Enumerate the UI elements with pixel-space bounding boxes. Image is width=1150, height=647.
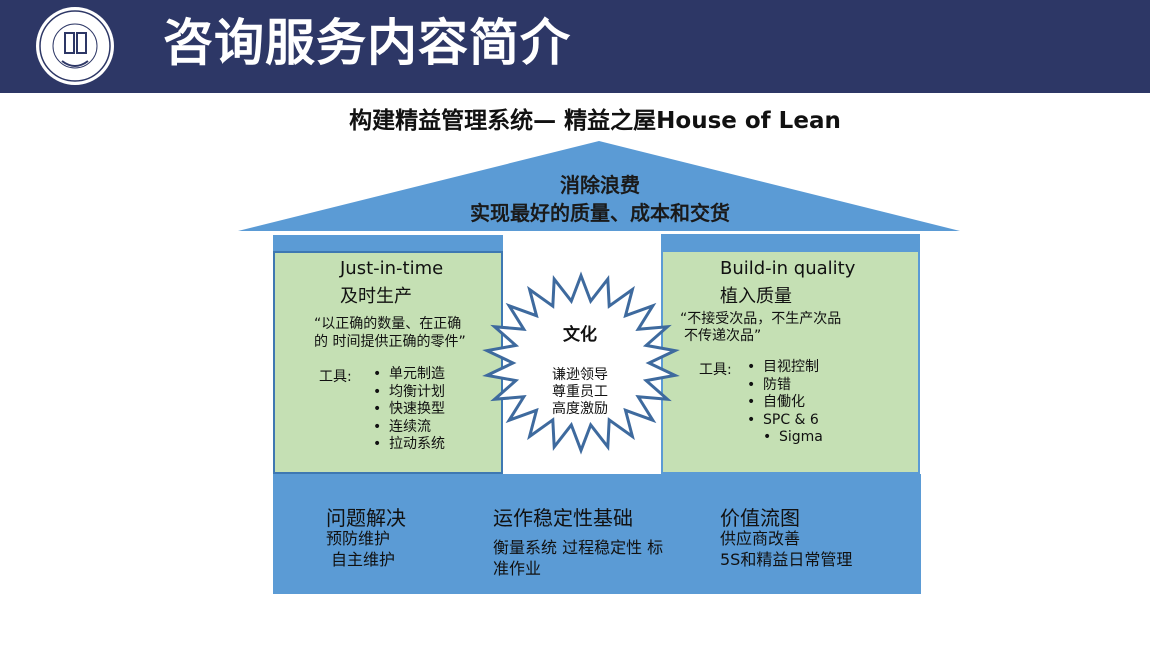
- tool-item: 自働化: [747, 394, 823, 412]
- right-tools-list: 目视控制 防错 自働化 SPC & 6 Sigma: [747, 359, 823, 447]
- page-title: 咨询服务内容简介: [163, 14, 571, 72]
- left-pillar-quote-1: “以正确的数量、在正确: [314, 316, 462, 332]
- culture-line: 谦逊领导: [552, 367, 608, 383]
- tool-item: 均衡计划: [373, 384, 445, 402]
- culture-line: 高度激励: [552, 401, 608, 417]
- left-tools-list: 单元制造 均衡计划 快速换型 连续流 拉动系统: [373, 366, 445, 454]
- foundation-col3-line2: 5S和精益日常管理: [720, 550, 853, 569]
- tool-item: 连续流: [373, 419, 445, 437]
- foundation-col1-line2: 自主维护: [331, 550, 396, 569]
- house-foundation: [273, 474, 921, 594]
- diagram-subtitle: 构建精益管理系统— 精益之屋House of Lean: [349, 108, 841, 134]
- tool-item: 单元制造: [373, 366, 445, 384]
- culture-title: 文化: [563, 325, 597, 345]
- foundation-col3-title: 价值流图: [720, 506, 800, 530]
- left-pillar-cap: [273, 235, 503, 251]
- right-tools-label: 工具:: [699, 362, 732, 378]
- foundation-col2-line1: 衡量系统 过程稳定性 标: [493, 538, 664, 557]
- right-pillar-title-en: Build-in quality: [720, 258, 856, 279]
- foundation-col1-title: 问题解决: [326, 506, 406, 530]
- right-pillar-title-cn: 植入质量: [720, 286, 792, 307]
- roof-line-1: 消除浪费: [560, 173, 640, 197]
- right-pillar-quote-2: 不传递次品”: [684, 328, 762, 344]
- foundation-col3-line1: 供应商改善: [720, 529, 801, 548]
- roof-line-2: 实现最好的质量、成本和交货: [470, 201, 730, 225]
- right-pillar-cap: [661, 234, 920, 250]
- left-pillar-title-cn: 及时生产: [340, 286, 412, 307]
- right-pillar-quote-1: “不接受次品，不生产次品: [680, 311, 842, 327]
- foundation-col2-line2: 准作业: [493, 559, 542, 578]
- foundation-col1-line1: 预防维护: [326, 529, 391, 548]
- tool-item: 拉动系统: [373, 436, 445, 454]
- culture-lines: 谦逊领导 尊重员工 高度激励: [530, 367, 630, 418]
- tool-item: 目视控制: [747, 359, 823, 377]
- foundation-col2-title: 运作稳定性基础: [493, 506, 633, 530]
- tool-item: 防错: [747, 377, 823, 395]
- fuwen-logo: [36, 7, 114, 85]
- left-tools-label: 工具:: [319, 369, 352, 385]
- culture-line: 尊重员工: [552, 384, 608, 400]
- left-pillar-quote-2: 的 时间提供正确的零件”: [314, 334, 466, 350]
- left-pillar-title-en: Just-in-time: [340, 258, 444, 279]
- tool-item: 快速换型: [373, 401, 445, 419]
- tool-item: Sigma: [747, 429, 823, 447]
- header-bar: 咨询服务内容简介: [0, 0, 1150, 93]
- tool-item: SPC & 6: [747, 412, 823, 430]
